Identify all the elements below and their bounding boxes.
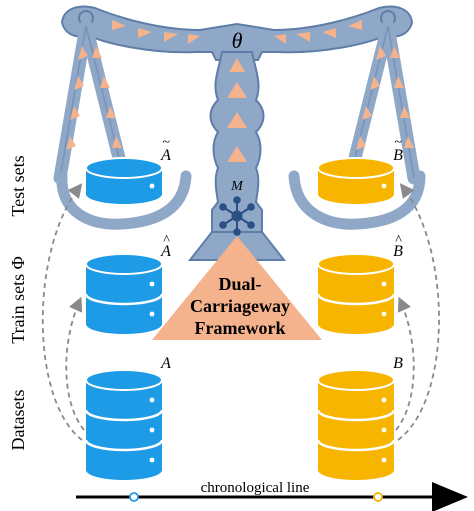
label-a-train-accent: ^ xyxy=(163,233,170,248)
chain-triangles xyxy=(66,46,414,150)
database-b-dataset xyxy=(316,369,396,480)
framework-label-line1: Dual- xyxy=(218,274,261,294)
arrow-a-data-to-test xyxy=(41,183,83,441)
database-b-test xyxy=(317,157,395,204)
label-a-test-accent: ~ xyxy=(162,135,170,150)
database-a-test xyxy=(85,157,163,204)
framework-triangle xyxy=(152,236,322,340)
framework-label-line2: Carriageway xyxy=(190,296,290,316)
database-b-train xyxy=(316,253,396,334)
left-pan xyxy=(56,170,192,230)
framework-label-line3: Framework xyxy=(195,318,286,338)
row-label-test: Test sets xyxy=(8,155,28,216)
label-b-dataset: B xyxy=(393,355,403,372)
theta-symbol: θ xyxy=(232,28,243,53)
label-a-train: A xyxy=(160,243,171,260)
model-symbol: M xyxy=(230,179,244,194)
arrow-b-data-to-train xyxy=(395,296,415,431)
arrow-b-data-to-test xyxy=(397,183,440,441)
timeline-label: chronological line xyxy=(201,480,310,496)
database-a-dataset xyxy=(84,369,164,480)
row-label-datasets: Datasets xyxy=(8,390,28,451)
network-icon xyxy=(219,196,255,236)
timeline-marker-a xyxy=(129,492,139,502)
label-a-test: A xyxy=(160,147,171,164)
arrow-a-data-to-train xyxy=(65,296,85,431)
timeline-marker-b xyxy=(373,492,383,502)
balance-scale xyxy=(53,5,426,340)
label-b-test: B xyxy=(393,147,403,164)
database-a-train xyxy=(84,253,164,334)
beam-triangles xyxy=(112,20,362,44)
flow-arrows xyxy=(41,183,440,441)
row-label-train: Train sets Φ xyxy=(8,256,28,344)
label-b-train-accent: ^ xyxy=(395,233,402,248)
label-a-dataset: A xyxy=(160,355,171,372)
column-triangles xyxy=(227,58,247,162)
label-b-train: B xyxy=(393,243,403,260)
label-b-test-accent: ~ xyxy=(394,135,402,150)
